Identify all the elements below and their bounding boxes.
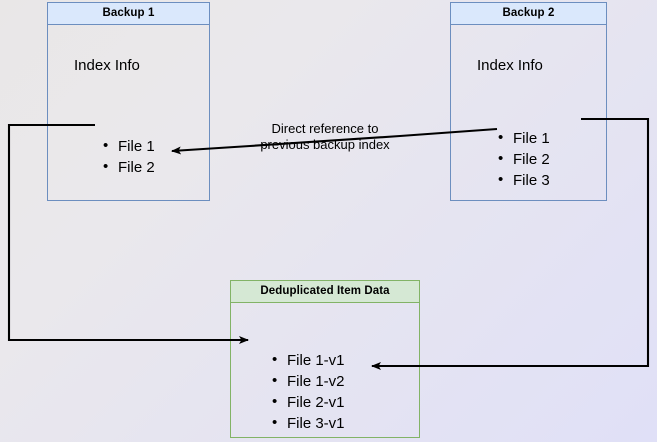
backup-2-body: Index Info File 1 File 2 File 3 [451,25,606,200]
list-item: File 2 [498,148,550,170]
backup-2-box[interactable]: Backup 2 Index Info File 1 File 2 File 3 [450,2,607,201]
backup-1-body: Index Info File 1 File 2 [48,25,209,200]
direct-reference-caption-line-1: Direct reference to [271,121,379,136]
backup-2-index-info-label: Index Info [477,57,543,74]
dedup-file-list: File 1-v1 File 1-v2 File 2-v1 File 3-v1 [272,349,345,434]
direct-reference-caption: Direct reference to previous backup inde… [251,121,399,153]
backup-1-box[interactable]: Backup 1 Index Info File 1 File 2 [47,2,210,201]
list-item: File 2-v1 [272,391,345,413]
list-item: File 1 [103,135,155,157]
deduplicated-item-data-header: Deduplicated Item Data [231,281,419,303]
backup-1-header: Backup 1 [48,3,209,25]
backup-2-header: Backup 2 [451,3,606,25]
list-item: File 1-v2 [272,370,345,392]
deduplicated-item-data-body: File 1-v1 File 1-v2 File 2-v1 File 3-v1 [231,303,419,437]
list-item: File 1 [498,127,550,149]
list-item: File 1-v1 [272,349,345,371]
backup-1-file-list: File 1 File 2 [103,135,155,178]
list-item: File 2 [103,156,155,178]
backup-1-index-info-label: Index Info [74,57,140,74]
list-item: File 3-v1 [272,412,345,434]
list-item: File 3 [498,169,550,191]
direct-reference-caption-line-2: previous backup index [260,137,390,152]
deduplicated-item-data-box[interactable]: Deduplicated Item Data File 1-v1 File 1-… [230,280,420,438]
backup-2-file-list: File 1 File 2 File 3 [498,127,550,191]
